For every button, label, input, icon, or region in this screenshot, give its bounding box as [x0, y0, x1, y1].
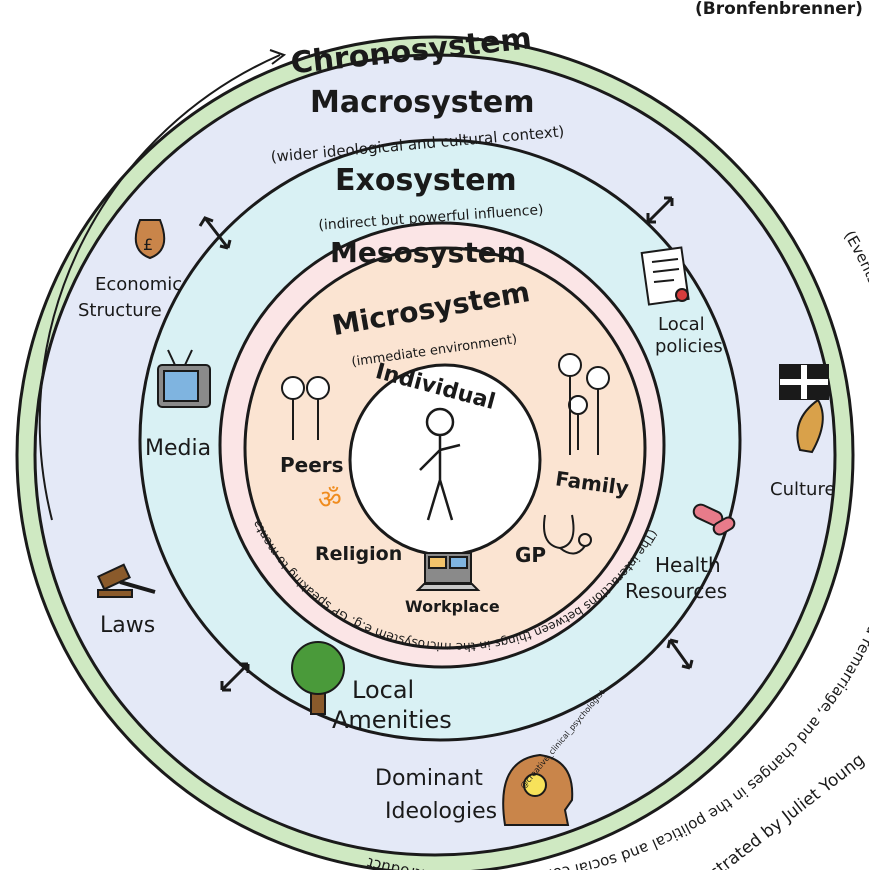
health-resources-label-2: Resources	[625, 579, 727, 603]
ideologies-label-1: Dominant	[375, 766, 483, 791]
gavel-icon	[97, 563, 156, 598]
peers-label: Peers	[280, 453, 344, 477]
pasty-icon	[796, 398, 824, 454]
local-amenities-label-1: Local	[352, 676, 414, 704]
gp-label: GP	[515, 543, 546, 567]
religion-label: Religion	[315, 543, 402, 565]
corner-label: (Bronfenbrenner)	[695, 0, 863, 19]
pound-money-bag-icon: £	[134, 219, 166, 260]
om-symbol-icon: ॐ	[318, 485, 342, 515]
chrono-arrow-head	[269, 49, 287, 65]
exosystem-title: Exosystem	[335, 163, 517, 198]
mesosystem-title: Mesosystem	[330, 236, 526, 269]
economic-label-2: Structure	[78, 300, 162, 321]
chrono-arrow	[38, 54, 281, 521]
economic-label-1: Economic	[95, 274, 182, 295]
cornish-flag-icon	[779, 364, 829, 400]
double-arrow-icon	[646, 196, 674, 224]
family-icon	[558, 353, 610, 455]
local-policies-label-2: policies	[655, 336, 723, 357]
macrosystem-title: Macrosystem	[310, 85, 535, 120]
ideologies-label-2: Ideologies	[385, 799, 497, 824]
double-arrow-icon	[666, 638, 694, 670]
pills-icon	[692, 503, 736, 536]
stick-figure-icon	[419, 407, 461, 521]
svg-text:£: £	[143, 235, 153, 254]
peers-icon	[281, 376, 330, 440]
laptop-icon	[415, 552, 481, 591]
media-label: Media	[145, 436, 211, 461]
tree-icon	[291, 641, 345, 715]
stethoscope-icon	[543, 514, 592, 555]
health-resources-label-1: Health	[655, 553, 721, 577]
local-amenities-label-2: Amenities	[332, 706, 452, 734]
workplace-label: Workplace	[405, 597, 500, 616]
double-arrow-icon	[198, 216, 232, 250]
head-lightbulb-icon	[502, 753, 574, 826]
laws-label: Laws	[100, 613, 155, 638]
certificate-icon	[640, 246, 690, 306]
culture-label: Culture	[770, 479, 836, 500]
double-arrow-icon	[220, 662, 250, 692]
local-policies-label-1: Local	[658, 314, 705, 335]
tv-icon	[157, 349, 211, 408]
